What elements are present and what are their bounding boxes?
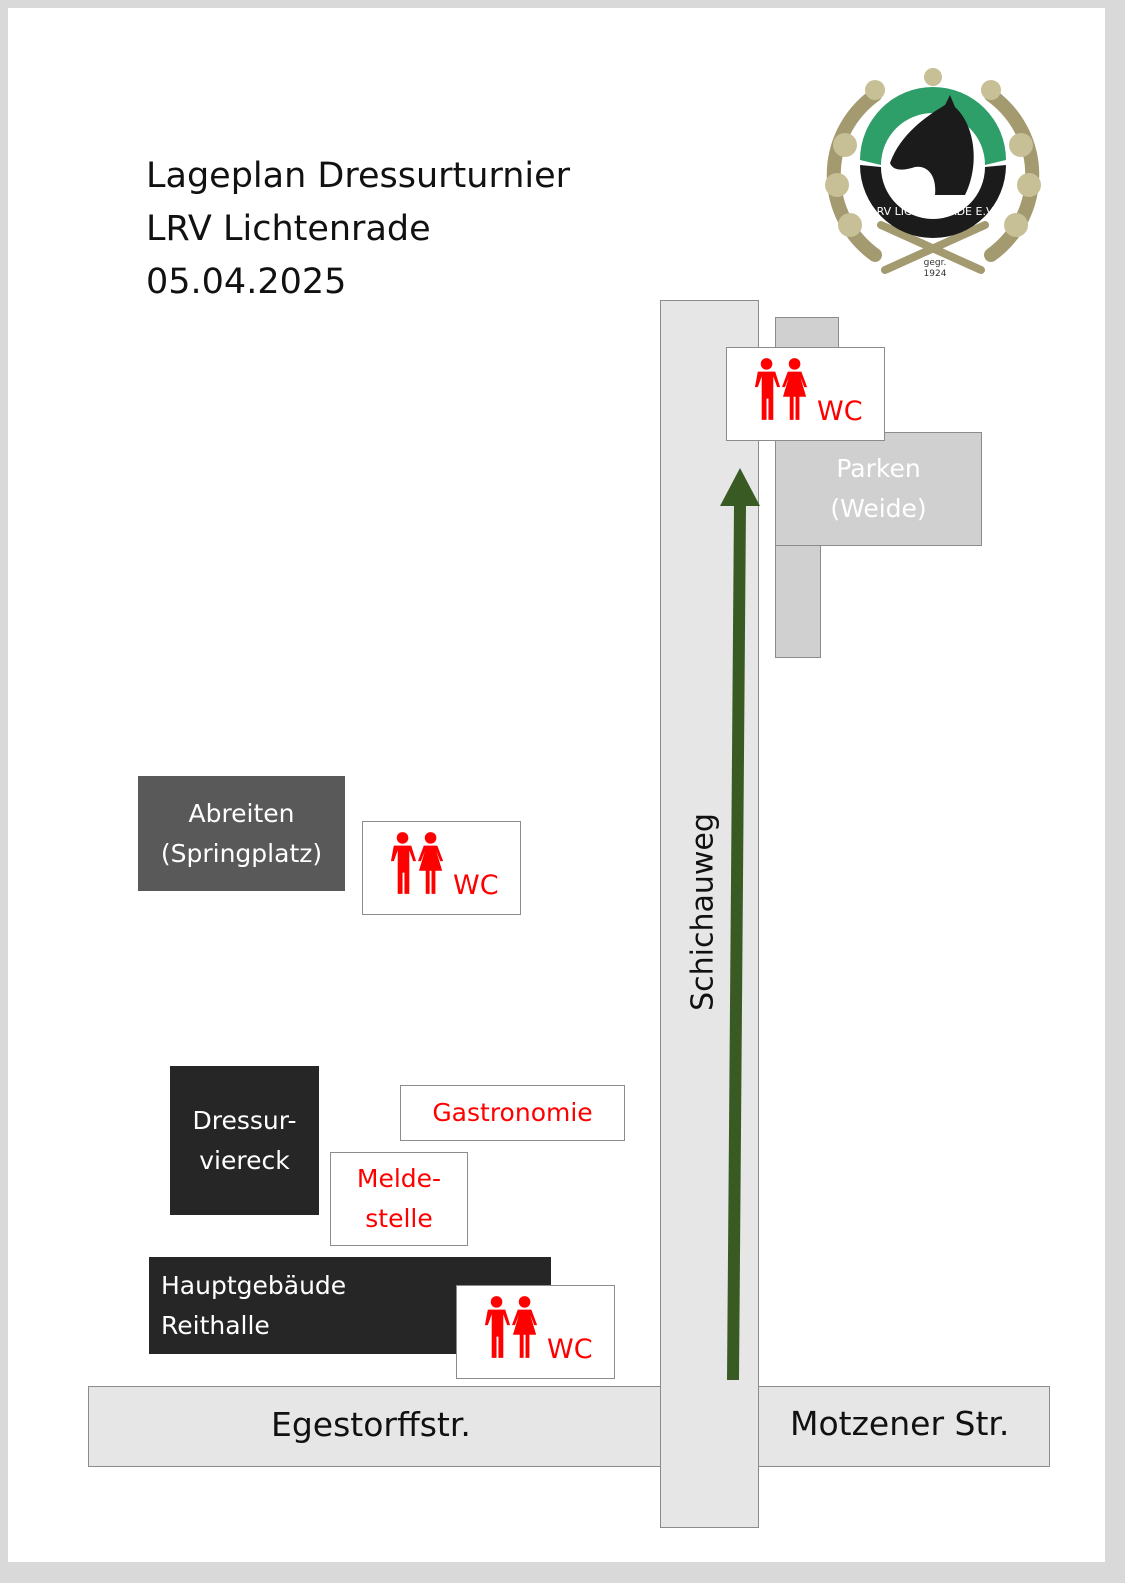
restroom-icon: [389, 832, 447, 894]
page-title: Lageplan Dressurturnier LRV Lichtenrade …: [146, 150, 570, 309]
street-label-egestorff: Egestorffstr.: [271, 1405, 471, 1444]
parking-area: Parken (Weide): [775, 432, 982, 546]
wc-parking: WC: [726, 347, 885, 441]
dressur-label-1: Dressur-: [192, 1105, 297, 1135]
parking-label-1: Parken: [836, 454, 921, 483]
abreiten-label-2: (Springplatz): [160, 838, 323, 868]
area-abreiten: Abreiten (Springplatz): [138, 776, 345, 891]
gastronomie-label: Gastronomie: [432, 1098, 593, 1127]
logo-text: LRV LICHTENRADE E.V.: [870, 205, 995, 218]
meldestelle-label-1: Melde-: [356, 1164, 442, 1193]
meldestelle-label-2: stelle: [365, 1204, 433, 1233]
wc-label: WC: [453, 870, 499, 901]
dressur-label-2: viereck: [199, 1145, 290, 1175]
wc-hauptgebaeude: WC: [456, 1285, 615, 1379]
restroom-icon: [753, 358, 811, 420]
club-logo: LRV LICHTENRADE E.V. gegr. 1924: [825, 68, 1041, 279]
svg-text:gegr.: gegr.: [924, 258, 947, 268]
abreiten-label-1: Abreiten: [188, 798, 295, 828]
parking-strip-top: [775, 317, 839, 349]
parking-label-2: (Weide): [830, 494, 927, 523]
area-dressurviereck: Dressur- viereck: [170, 1066, 319, 1215]
street-motzener: Motzener Str.: [760, 1388, 1048, 1465]
street-label-motzener: Motzener Str.: [790, 1404, 1010, 1443]
parking-strip-bottom: [775, 544, 821, 658]
title-date: 05.04.2025: [146, 262, 347, 302]
title-line-2: LRV Lichtenrade: [146, 209, 431, 249]
svg-text:1924: 1924: [924, 269, 947, 279]
hauptgebaeude-label-2: Reithalle: [161, 1310, 270, 1340]
area-meldestelle: Melde- stelle: [330, 1152, 468, 1246]
wc-abreiten: WC: [362, 821, 521, 915]
hauptgebaeude-label-1: Hauptgebäude: [161, 1270, 347, 1300]
wc-label: WC: [547, 1334, 593, 1365]
wc-label: WC: [817, 396, 863, 427]
area-gastronomie: Gastronomie: [400, 1085, 625, 1141]
title-line-1: Lageplan Dressurturnier: [146, 156, 571, 196]
street-egestorffstr: Egestorffstr.: [88, 1386, 1050, 1467]
direction-arrow-icon: [720, 468, 760, 1380]
restroom-icon: [483, 1296, 541, 1358]
